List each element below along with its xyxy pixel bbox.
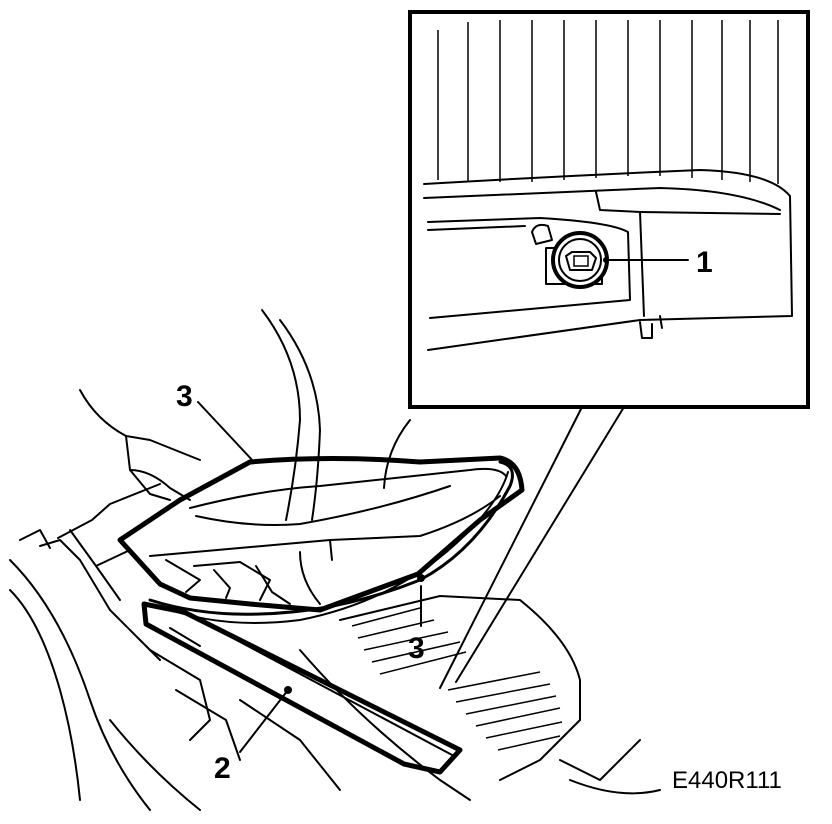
surround-panel: [117, 455, 525, 613]
callout-2: 2: [214, 752, 231, 785]
gasket: [148, 460, 514, 616]
floor-ribs: [351, 607, 563, 751]
inset-ribs: [437, 20, 779, 184]
inset-detail: [408, 10, 810, 409]
trim-strip: [141, 601, 463, 775]
figure-reference-code: E440R111: [672, 767, 782, 794]
main-assembly: [9, 309, 661, 811]
connector-socket: [545, 231, 609, 289]
projection-lines: [439, 406, 625, 689]
leader-2: [239, 689, 289, 753]
callout-3-upper: 3: [176, 380, 193, 413]
callout-1: 1: [696, 246, 713, 279]
leader-3a: [197, 401, 255, 463]
callout-3-lower: 3: [408, 632, 425, 665]
